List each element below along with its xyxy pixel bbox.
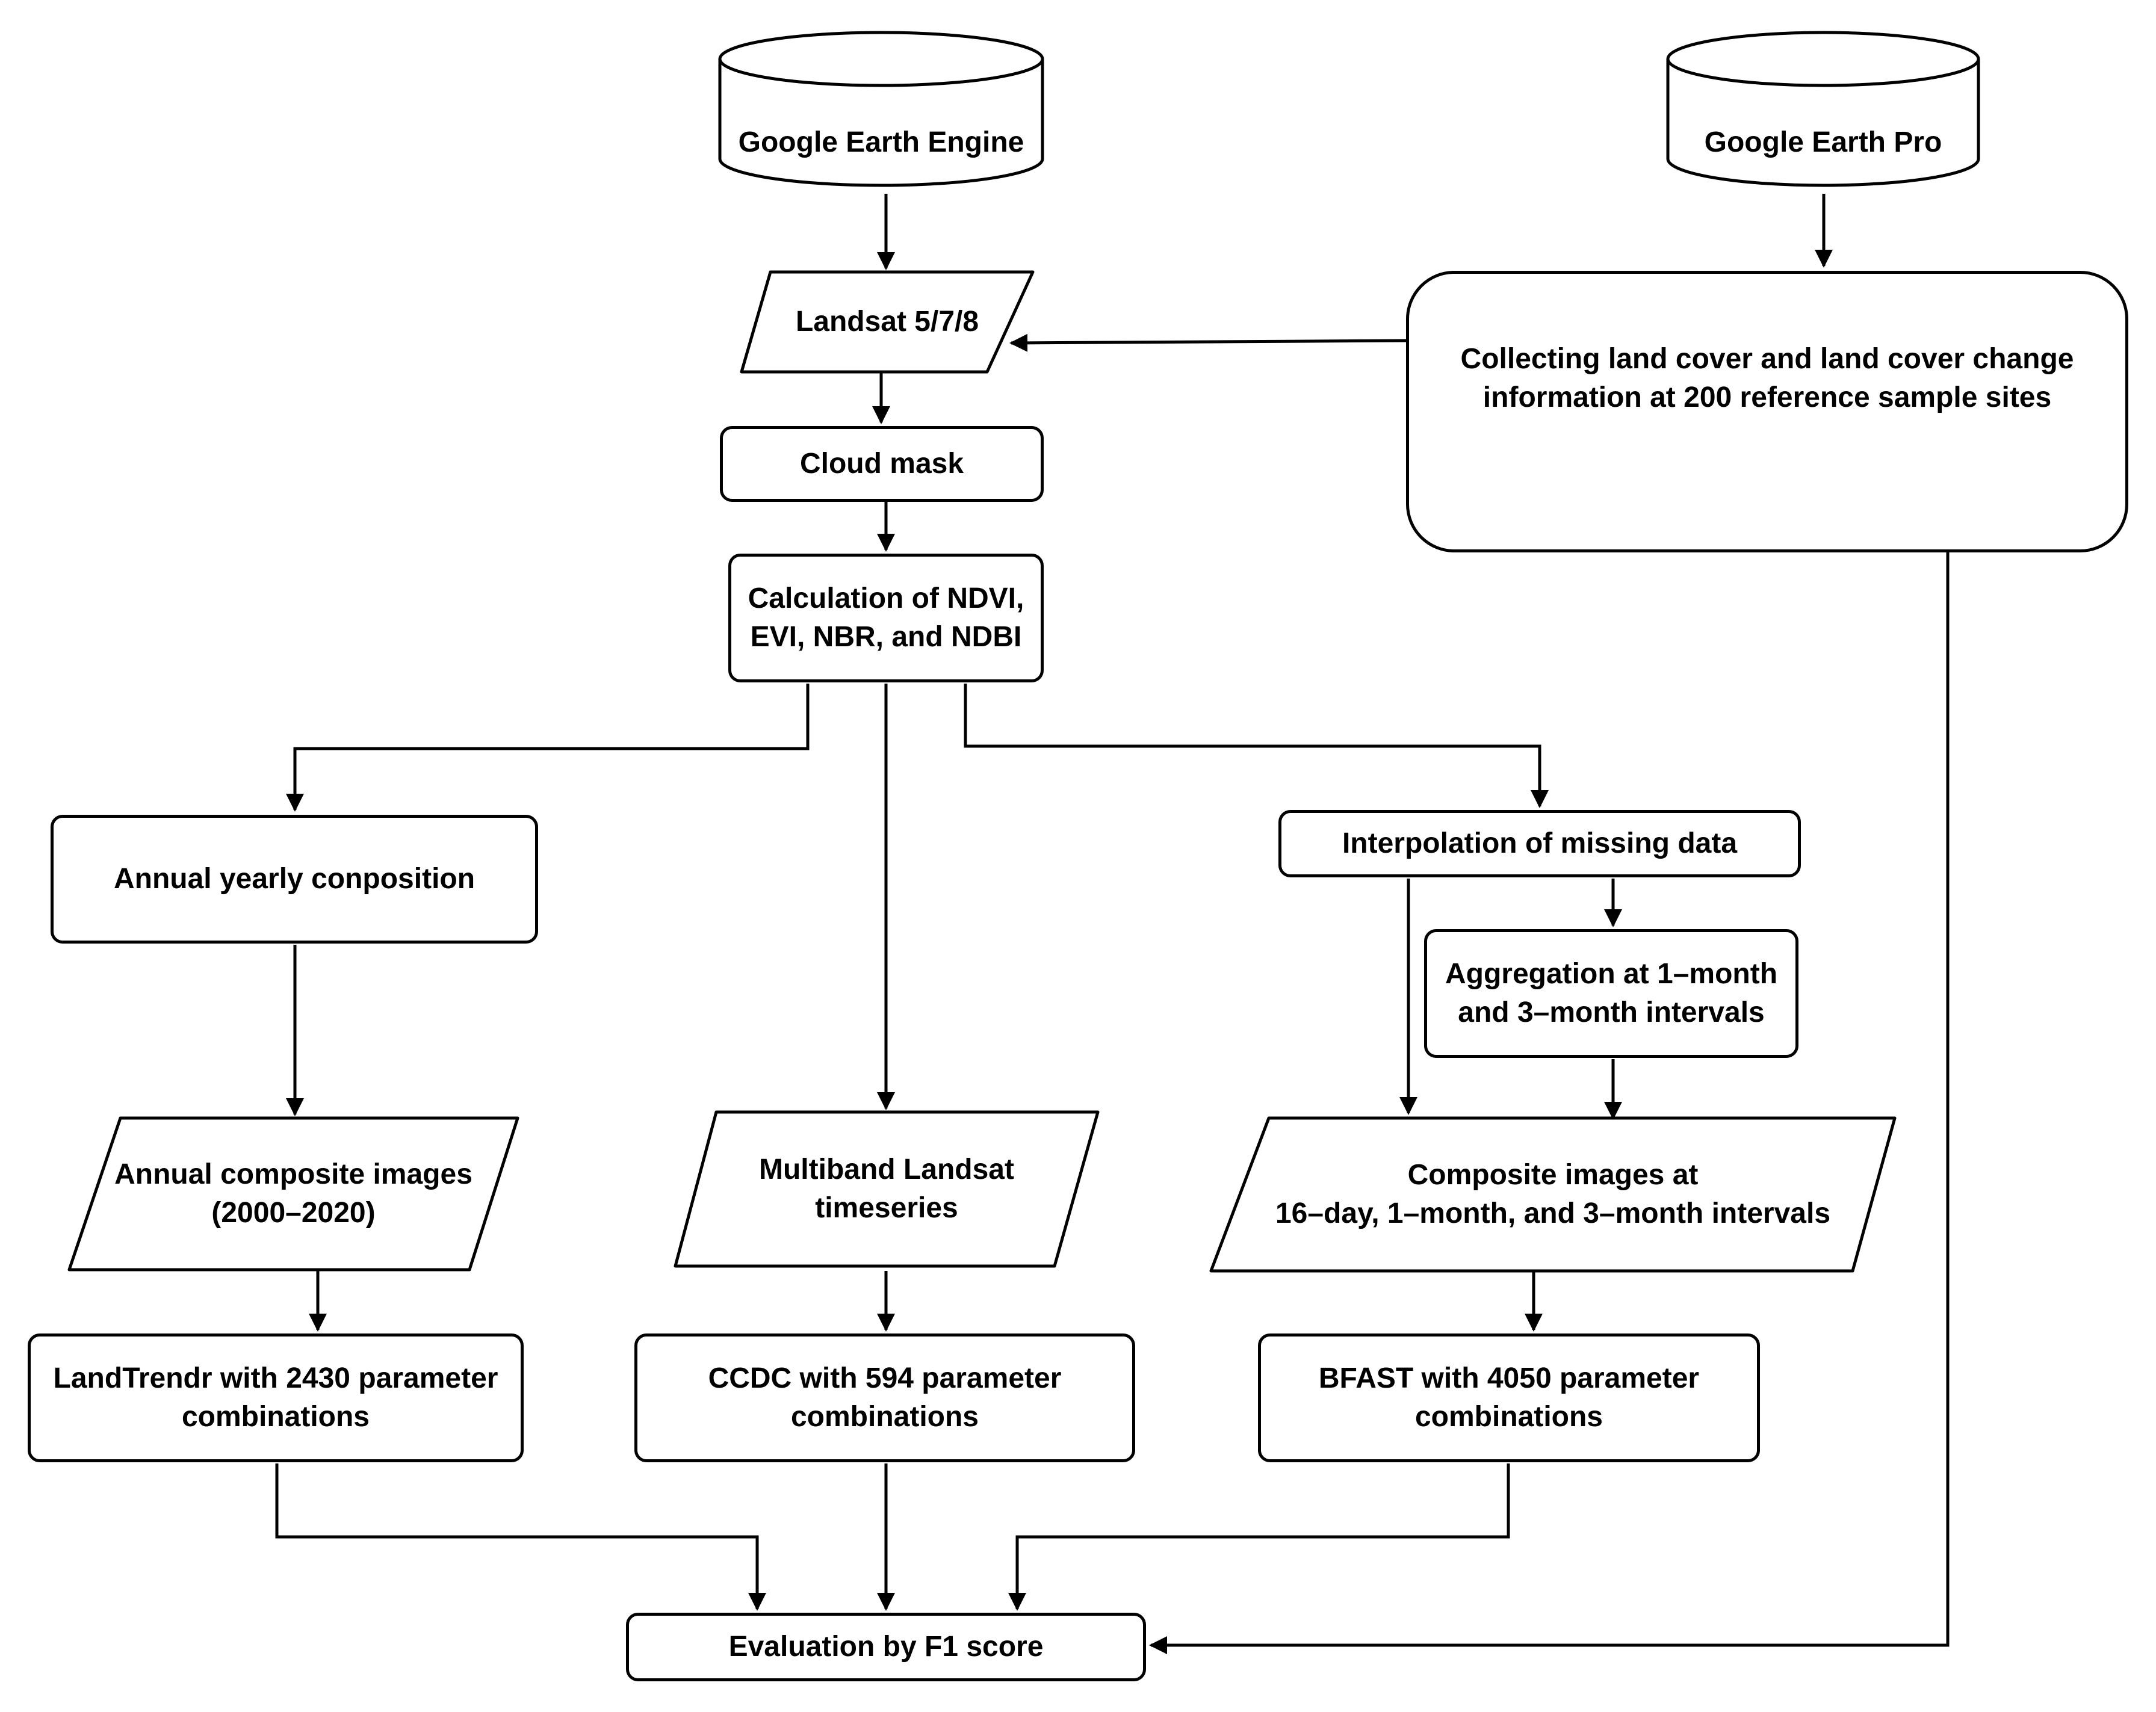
node-eval-label: Evaluation by F1 score	[728, 1631, 1044, 1663]
node-bfast-label: BFAST with 4050 parameter combinations	[1318, 1362, 1700, 1433]
database-cylinder-gep	[1666, 31, 1980, 187]
node-interp-label: Interpolation of missing data	[1342, 827, 1738, 859]
node-annual: Annual yearly conposition	[51, 815, 538, 944]
node-landsat-label: Landsat 5/7/8	[795, 306, 979, 338]
node-aggr-label: Aggregation at 1–month and 3–month inter…	[1445, 958, 1778, 1028]
node-multiband-label: Multiband Landsat timeseries	[759, 1154, 1014, 1224]
arrow-collect-to-landsat	[1009, 333, 1407, 352]
node-composite-label: Composite images at 16–day, 1–month, and…	[1275, 1159, 1831, 1229]
node-aggr: Aggregation at 1–month and 3–month inter…	[1424, 929, 1798, 1058]
arrow-calc-to-interp	[964, 684, 1549, 808]
parallelogram-composite	[1209, 1116, 1897, 1273]
node-annual-images: Annual composite images (2000–2020)	[69, 1118, 518, 1270]
node-collect-label: Collecting land cover and land cover cha…	[1460, 343, 2074, 413]
node-landtrendr: LandTrendr with 2430 parameter combinati…	[28, 1333, 524, 1462]
arrow-collect-to-eval	[1149, 551, 1950, 1654]
node-bfast: BFAST with 4050 parameter combinations	[1258, 1333, 1760, 1462]
node-multiband: Multiband Landsat timeseries	[675, 1112, 1098, 1266]
node-interp: Interpolation of missing data	[1278, 810, 1801, 877]
node-calc-label: Calculation of NDVI, EVI, NBR, and NDBI	[748, 583, 1024, 653]
arrow-calc-to-annual	[286, 684, 810, 812]
node-composite: Composite images at 16–day, 1–month, and…	[1211, 1118, 1895, 1271]
node-ccdc: CCDC with 594 parameter combinations	[634, 1333, 1135, 1462]
database-gee-label: Google Earth Engine	[738, 126, 1024, 158]
node-annual-label: Annual yearly conposition	[113, 863, 475, 895]
node-collect: Collecting land cover and land cover cha…	[1406, 271, 2128, 552]
node-landtrendr-label: LandTrendr with 2430 parameter combinati…	[53, 1362, 498, 1433]
arrow-landtrendr-to-eval	[275, 1463, 766, 1611]
node-eval: Evaluation by F1 score	[626, 1613, 1146, 1681]
database-gep-label: Google Earth Pro	[1704, 126, 1942, 158]
database-gee: Google Earth Engine	[720, 85, 1042, 200]
node-calc: Calculation of NDVI, EVI, NBR, and NDBI	[728, 554, 1044, 682]
node-ccdc-label: CCDC with 594 parameter combinations	[708, 1362, 1062, 1433]
parallelogram-annual-images	[67, 1116, 519, 1272]
node-landsat: Landsat 5/7/8	[742, 272, 1033, 372]
parallelogram-landsat	[740, 270, 1035, 374]
database-cylinder-gee	[718, 31, 1044, 187]
arrow-bfast-to-eval	[1008, 1463, 1510, 1611]
node-cloud-label: Cloud mask	[799, 448, 964, 480]
parallelogram-multiband	[674, 1110, 1100, 1268]
database-gep: Google Earth Pro	[1668, 85, 1978, 200]
node-cloud: Cloud mask	[720, 426, 1044, 502]
node-annual-images-label: Annual composite images (2000–2020)	[114, 1158, 472, 1229]
